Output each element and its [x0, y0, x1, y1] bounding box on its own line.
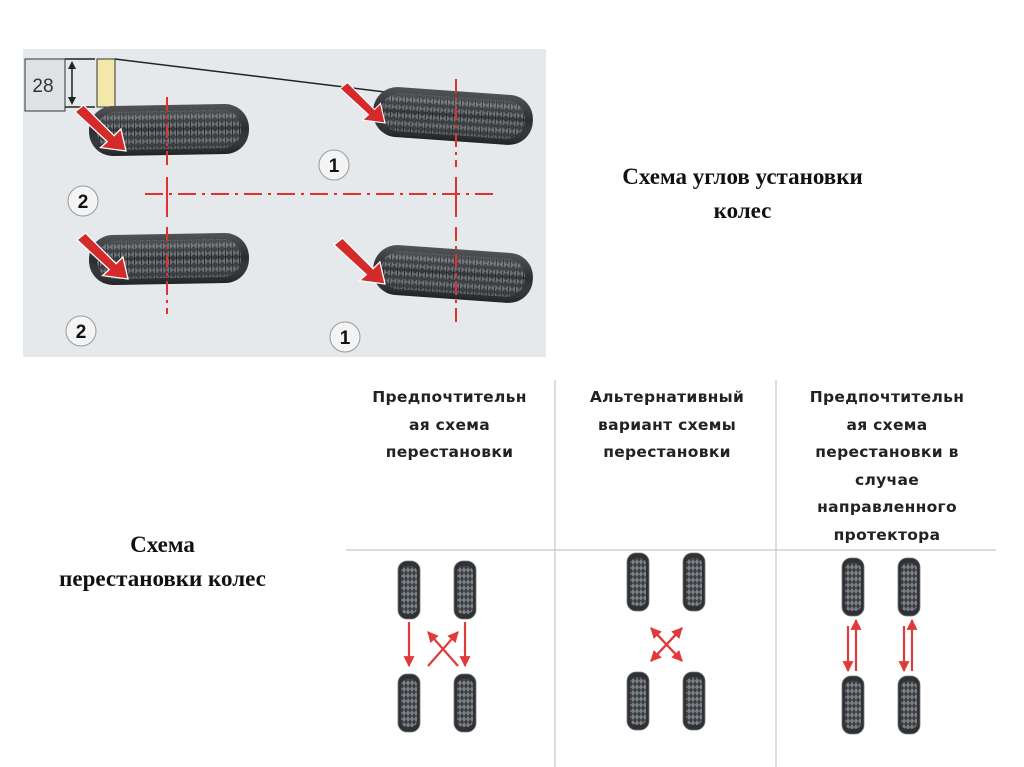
arrow-marker-2-bottom: 2	[65, 232, 129, 347]
wheel-alignment-svg: 28 2 1 2 1	[24, 58, 535, 353]
caption-line: колес	[713, 198, 772, 223]
header-line: направленного	[817, 498, 957, 516]
column-header-alternative: Альтернативный вариант схемы перестановк…	[558, 384, 776, 467]
dimension-value: 28	[32, 76, 53, 97]
header-line: перестановки в	[815, 443, 959, 461]
header-line: Предпочтительн	[372, 388, 527, 406]
tire-rear-right	[371, 243, 535, 305]
header-line: ая схема	[846, 415, 928, 434]
rotation-pattern-front-back	[841, 557, 921, 735]
header-line: ая схема	[408, 415, 491, 434]
marker-1-label: 1	[340, 328, 351, 349]
arrow-marker-1-top: 1	[318, 81, 386, 181]
column-header-directional: Предпочтительн ая схема перестановки в с…	[778, 384, 996, 549]
header-line: перестановки	[603, 443, 731, 461]
rotation-table-grid	[346, 380, 996, 767]
caption-alignment-angles: Схема углов установки колес	[580, 160, 905, 228]
marker-2-label: 2	[78, 192, 89, 213]
dimension-indicator: 28	[24, 58, 394, 112]
alignment-guides	[145, 79, 493, 324]
caption-line: Схема	[130, 532, 195, 557]
header-line: вариант схемы	[597, 415, 737, 434]
rotation-pattern-x	[626, 552, 706, 731]
caption-wheel-rotation: Схема перестановки колес	[20, 528, 305, 596]
header-line: Предпочтительн	[809, 388, 965, 406]
header-line: протектора	[833, 525, 941, 544]
caption-line: Схема углов установки	[622, 164, 863, 189]
header-line: случае	[854, 470, 920, 489]
rotation-pattern-cross	[397, 560, 477, 733]
caption-line: перестановки колес	[59, 566, 266, 591]
tire-front-right	[371, 85, 535, 147]
arrow-marker-2-top: 2	[67, 104, 127, 217]
header-line: Альтернативный	[589, 388, 745, 406]
wheel-alignment-diagram: 28 2 1 2 1	[23, 49, 546, 357]
marker-2-label: 2	[76, 322, 87, 343]
arrow-marker-1-bottom: 1	[329, 237, 386, 353]
rotation-schemes-table: Предпочтительн ая схема перестановки Аль…	[346, 376, 996, 767]
column-header-preferred: Предпочтительн ая схема перестановки	[346, 384, 553, 467]
header-line: перестановки	[385, 443, 514, 461]
marker-1-label: 1	[329, 156, 340, 177]
